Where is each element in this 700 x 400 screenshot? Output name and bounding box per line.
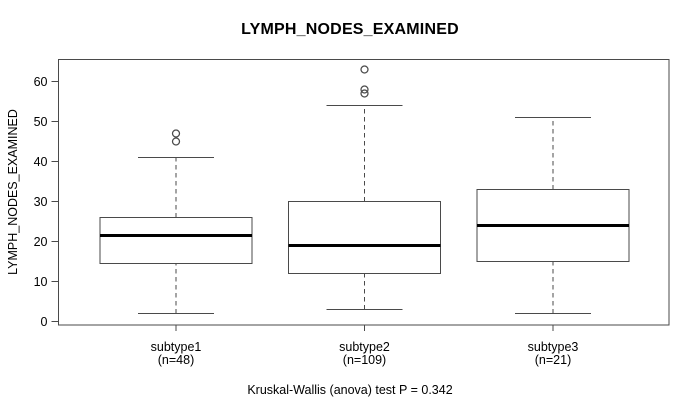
x-group-sublabel: (n=109) bbox=[343, 353, 386, 367]
y-tick-label: 50 bbox=[34, 115, 48, 129]
outlier-point bbox=[171, 137, 181, 146]
y-tick-label: 0 bbox=[41, 315, 48, 329]
iqr-box-subtype2 bbox=[288, 201, 441, 274]
outlier-point bbox=[171, 129, 181, 138]
plot-frame bbox=[58, 59, 670, 326]
x-group-sublabel: (n=21) bbox=[535, 353, 571, 367]
y-tick-label: 20 bbox=[34, 235, 48, 249]
outlier-point bbox=[360, 89, 369, 98]
x-group-label: subtype1 bbox=[151, 340, 202, 354]
y-tick-label: 40 bbox=[34, 155, 48, 169]
y-tick-label: 60 bbox=[34, 75, 48, 89]
y-tick-label: 30 bbox=[34, 195, 48, 209]
stat-test-caption: Kruskal-Wallis (anova) test P = 0.342 bbox=[247, 383, 453, 397]
outlier-point bbox=[360, 65, 369, 74]
chart-title: LYMPH_NODES_EXAMINED bbox=[241, 21, 459, 38]
x-group-sublabel: (n=48) bbox=[158, 353, 194, 367]
outlier-point bbox=[360, 85, 369, 94]
iqr-box-subtype1 bbox=[99, 217, 253, 264]
x-group-label: subtype2 bbox=[339, 340, 390, 354]
y-tick-label: 10 bbox=[34, 275, 48, 289]
x-group-label: subtype3 bbox=[528, 340, 579, 354]
